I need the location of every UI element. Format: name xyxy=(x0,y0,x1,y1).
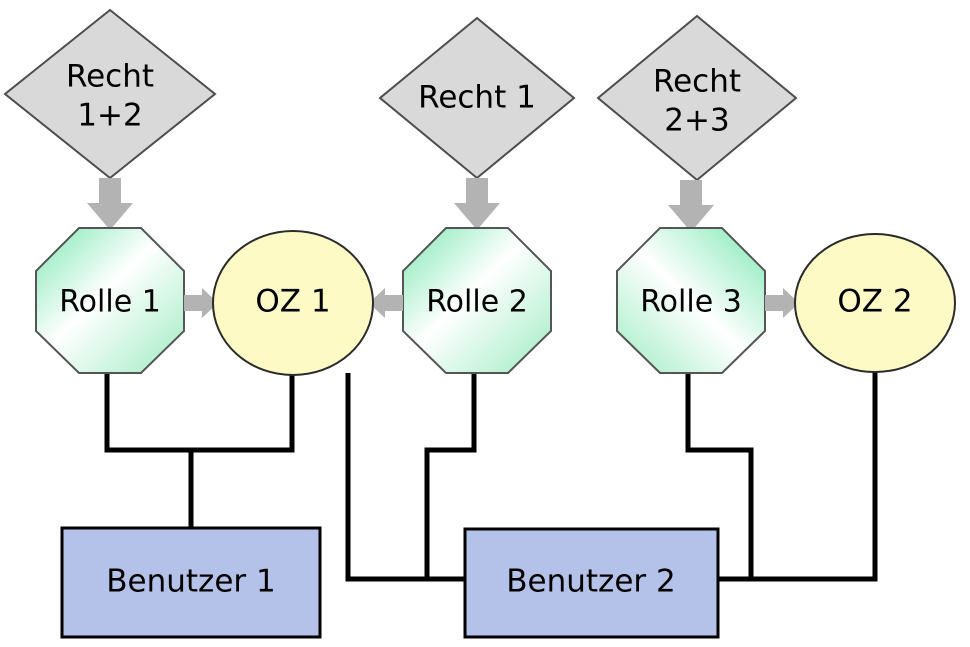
object-label: OZ 2 xyxy=(837,284,912,320)
octagon-shape xyxy=(35,227,185,374)
right-to-role-arrows xyxy=(87,178,714,232)
link-rolle-1-benutzer-1 xyxy=(104,373,194,528)
ellipse-shape xyxy=(794,233,956,373)
right-label-line1: Recht xyxy=(66,59,154,95)
role-label: Rolle 3 xyxy=(640,285,742,320)
right-label-line1: Recht 1 xyxy=(418,80,536,116)
arrow-rolle-3-to-oz-2 xyxy=(765,288,799,318)
octagon-shape xyxy=(616,227,766,374)
role-label: Rolle 2 xyxy=(426,285,528,320)
link-oz-1-benutzer-2 xyxy=(345,373,470,582)
right-label-line2: 1+2 xyxy=(77,98,142,134)
right-node-recht-1[interactable]: Recht 1 xyxy=(378,16,576,180)
role-label: Rolle 1 xyxy=(59,285,161,320)
link-oz-2-benutzer-2 xyxy=(714,372,878,582)
arrow-recht-1-2-to-rolle-1 xyxy=(87,178,133,230)
arrow-rolle-2-to-oz-1 xyxy=(369,288,403,318)
user-label: Benutzer 1 xyxy=(106,564,275,600)
link-rolle-2-benutzer-2 xyxy=(424,373,477,582)
octagon-shape xyxy=(402,227,552,374)
link-oz-1-benutzer-1 xyxy=(191,374,295,453)
arrow-recht-1-to-rolle-2 xyxy=(454,178,500,230)
right-node-recht-1-2[interactable]: Recht 1+2 xyxy=(3,8,217,180)
role-node-rolle-1[interactable]: Rolle 1 xyxy=(35,227,185,374)
object-node-oz-1[interactable]: OZ 1 xyxy=(212,230,374,376)
user-node-benutzer-2[interactable]: Benutzer 2 xyxy=(463,527,720,639)
object-node-oz-2[interactable]: OZ 2 xyxy=(794,233,956,373)
ellipse-shape xyxy=(212,230,374,376)
user-label: Benutzer 2 xyxy=(506,564,675,600)
right-label-line1: Recht xyxy=(653,64,741,100)
user-box-shape xyxy=(463,527,720,639)
right-label-line2: 2+3 xyxy=(664,103,729,139)
object-label: OZ 1 xyxy=(255,284,330,320)
arrow-rolle-1-to-oz-1 xyxy=(184,288,218,318)
role-to-object-arrows xyxy=(184,288,799,318)
user-box-shape xyxy=(60,526,322,639)
role-node-rolle-3[interactable]: Rolle 3 xyxy=(616,227,766,374)
arrow-recht-2-3-to-rolle-3 xyxy=(668,180,714,232)
assignment-connectors xyxy=(104,372,878,582)
right-node-recht-2-3[interactable]: Recht 2+3 xyxy=(596,14,798,182)
user-node-benutzer-1[interactable]: Benutzer 1 xyxy=(60,526,322,639)
role-node-rolle-2[interactable]: Rolle 2 xyxy=(402,227,552,374)
